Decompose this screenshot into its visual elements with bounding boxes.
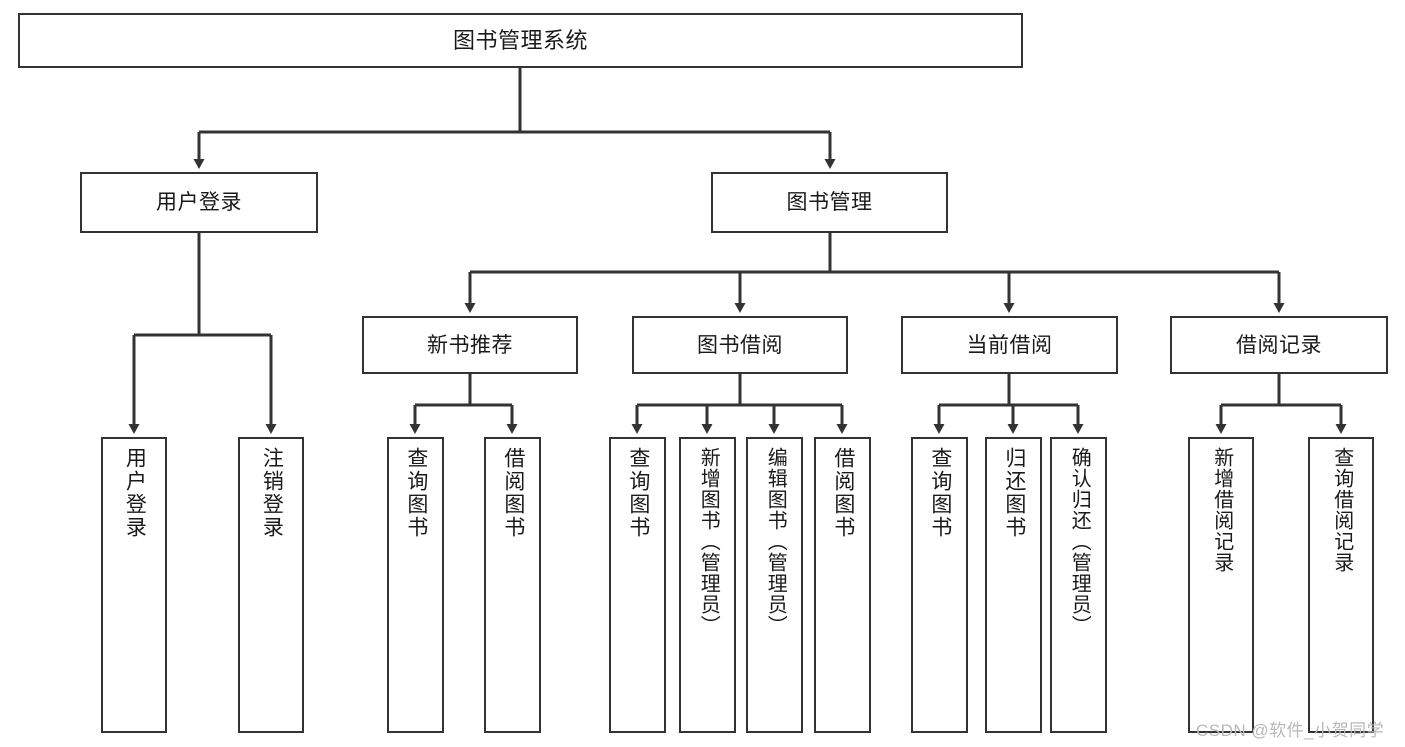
node-leaf-add-book-label: 新增图书（管理员） [697,447,720,636]
node-root-book-management-system[interactable]: 图书管理系统 [18,13,1023,68]
node-leaf-confirm-return-label: 确认归还（管理员） [1068,447,1091,636]
node-leaf-confirm-return-admin[interactable]: 确认归还（管理员） [1050,437,1107,733]
node-leaf-query-loan-record[interactable]: 查询借阅记录 [1308,437,1374,733]
node-leaf-add-loan-record[interactable]: 新增借阅记录 [1188,437,1254,733]
node-leaf-query-book-current-loan[interactable]: 查询图书 [911,437,968,733]
node-book-management[interactable]: 图书管理 [711,172,948,233]
node-leaf-edit-book-admin[interactable]: 编辑图书（管理员） [746,437,803,733]
node-leaf-query-book-1-label: 查询图书 [404,447,428,539]
node-leaf-return-book-label: 归还图书 [1002,447,1026,539]
node-book-management-label: 图书管理 [786,191,873,214]
node-leaf-user-login-label: 用户登录 [123,447,147,539]
node-user-login[interactable]: 用户登录 [80,172,318,233]
node-leaf-query-book-borrow[interactable]: 查询图书 [609,437,666,733]
node-leaf-borrow-book-1-label: 借阅图书 [501,447,525,539]
node-leaf-return-book[interactable]: 归还图书 [985,437,1042,733]
node-current-loan[interactable]: 当前借阅 [901,316,1118,374]
csdn-watermark: CSDN @软件_小贺同学 [1196,721,1385,740]
node-leaf-borrow-book[interactable]: 借阅图书 [814,437,871,733]
node-leaf-add-book-admin[interactable]: 新增图书（管理员） [679,437,736,733]
node-leaf-query-book-2-label: 查询图书 [626,447,650,539]
node-loan-record-label: 借阅记录 [1236,333,1322,357]
node-leaf-query-book-3-label: 查询图书 [928,447,952,539]
node-leaf-user-logout[interactable]: 注销登录 [238,437,304,733]
node-loan-record[interactable]: 借阅记录 [1170,316,1388,374]
node-current-loan-label: 当前借阅 [966,333,1053,357]
node-new-book-recommendation[interactable]: 新书推荐 [362,316,578,374]
node-user-login-label: 用户登录 [156,191,242,214]
node-root-label: 图书管理系统 [452,27,588,53]
node-book-borrow[interactable]: 图书借阅 [632,316,848,374]
node-leaf-borrow-book-recommendation[interactable]: 借阅图书 [484,437,541,733]
node-leaf-query-record-label: 查询借阅记录 [1330,447,1353,573]
node-leaf-borrow-book-2-label: 借阅图书 [831,447,855,539]
node-new-book-recommendation-label: 新书推荐 [427,333,513,357]
node-leaf-add-record-label: 新增借阅记录 [1210,447,1233,573]
node-book-borrow-label: 图书借阅 [697,333,783,357]
node-leaf-user-login[interactable]: 用户登录 [101,437,167,733]
node-leaf-query-book-recommendation[interactable]: 查询图书 [387,437,444,733]
node-leaf-edit-book-label: 编辑图书（管理员） [764,447,787,636]
node-leaf-user-logout-label: 注销登录 [260,447,284,539]
